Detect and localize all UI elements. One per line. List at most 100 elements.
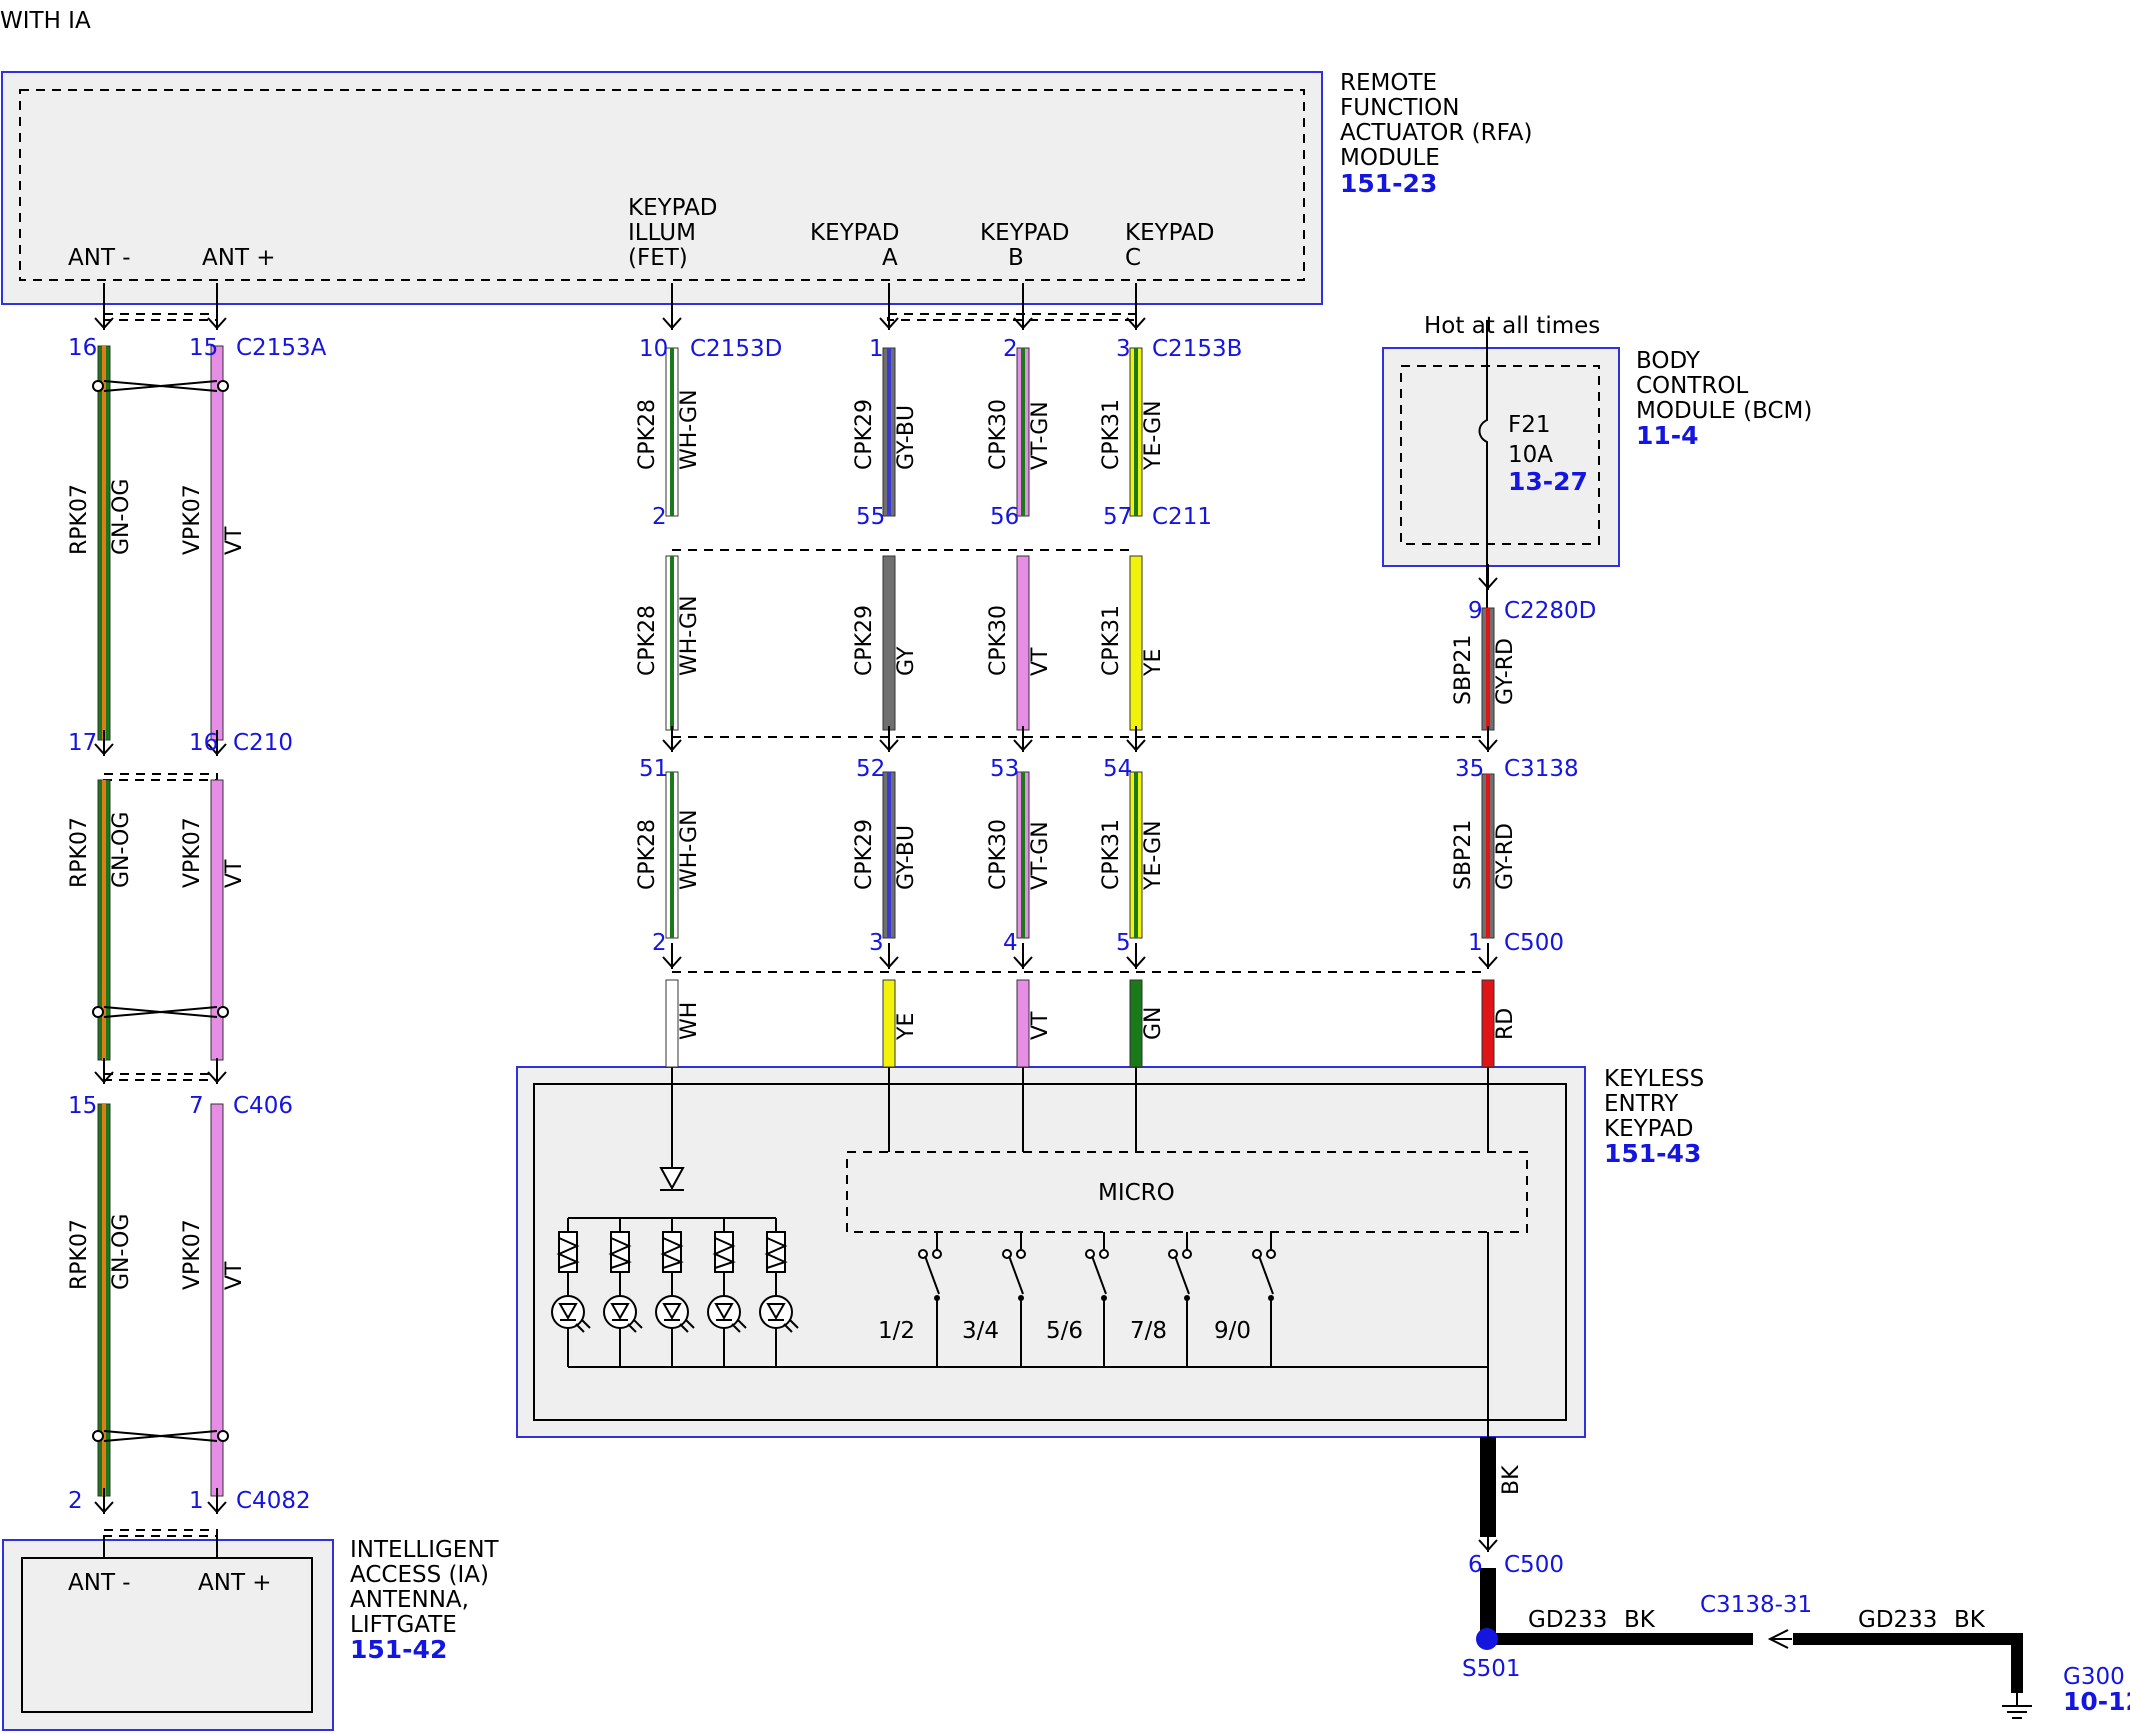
pin-number: 1	[1468, 930, 1483, 956]
bcm-module-label: BODY CONTROL MODULE (BCM) 11-4	[1636, 348, 1812, 450]
connector-terminal-icon	[94, 1058, 114, 1084]
pin-number: 53	[990, 756, 1019, 782]
wire-color-label: WH-GN	[677, 389, 702, 470]
wire-a	[882, 555, 896, 731]
svg-text:KEYPAD: KEYPAD	[1125, 220, 1215, 246]
wire-circuit-label: CPK28	[635, 399, 660, 470]
connector-terminal-icon	[662, 726, 682, 752]
svg-text:KEYPAD: KEYPAD	[1604, 1116, 1694, 1142]
svg-text:BODY: BODY	[1636, 348, 1701, 374]
connector-label: C4082	[236, 1488, 311, 1514]
wire-color-label: VT	[1028, 647, 1053, 676]
wire-circuit-label: CPK31	[1099, 399, 1124, 470]
connector-terminal-icon	[662, 943, 682, 969]
wire-illum	[665, 555, 679, 731]
wire-circuit-label: CPK29	[852, 819, 877, 890]
keypad-switch-icon	[1252, 1232, 1276, 1367]
svg-text:(FET): (FET)	[628, 245, 688, 271]
diode-icon	[659, 1167, 685, 1191]
led-array	[551, 1218, 799, 1367]
svg-text:C: C	[1125, 245, 1141, 271]
connector-label: C2153B	[1152, 336, 1242, 362]
svg-text:KEYPAD: KEYPAD	[628, 195, 718, 221]
ia-pin-ant-plus: ANT +	[198, 1570, 272, 1596]
connector-terminal-icon	[207, 1488, 227, 1514]
wire-color-label: GY-BU	[894, 405, 919, 470]
keypad-module-inner	[533, 1083, 1567, 1421]
wire-bk-splice	[1480, 1568, 1496, 1640]
svg-text:ENTRY: ENTRY	[1604, 1091, 1679, 1117]
wire-color-label: VT	[222, 1261, 247, 1290]
wire-color-label: VT	[222, 859, 247, 888]
pin-number: 55	[856, 504, 885, 530]
wire-circuit-label: CPK29	[852, 399, 877, 470]
connector-label: C2153A	[236, 335, 327, 361]
connector-terminal-icon	[879, 726, 899, 752]
bcm-module-internal	[1400, 365, 1600, 545]
connector-terminal-icon	[94, 304, 114, 330]
connector-label: C406	[233, 1093, 293, 1119]
wire-a	[882, 771, 896, 939]
svg-text:ANTENNA,: ANTENNA,	[350, 1587, 469, 1613]
wire-circuit-label: CPK31	[1099, 819, 1124, 890]
connector-terminal-icon	[879, 304, 899, 330]
fuse-name: F21	[1508, 412, 1551, 438]
wire-color-label: YE	[1141, 649, 1166, 677]
bcm-module-box	[1382, 347, 1620, 567]
rfa-pin-keypad-c: KEYPAD C	[1125, 220, 1215, 271]
twisted-pair-icon	[92, 380, 229, 392]
wire-circuit-label: RPK07	[67, 1219, 92, 1290]
svg-text:LIFTGATE: LIFTGATE	[350, 1612, 457, 1638]
wire-circuit-label: VPK07	[180, 484, 205, 555]
wire-a-keypad	[882, 979, 896, 1068]
wire-circuit-label: RPK07	[67, 817, 92, 888]
wire-bk-keypad-ground	[1480, 1437, 1496, 1537]
pin-number: 17	[68, 730, 97, 756]
wire-color-label: GN	[1141, 1006, 1166, 1040]
pin-number: 57	[1103, 504, 1132, 530]
svg-text:KEYLESS: KEYLESS	[1604, 1066, 1704, 1092]
wire-color-label: RD	[1493, 1008, 1518, 1040]
pin-number: 7	[189, 1093, 204, 1119]
pin-number: 56	[990, 504, 1019, 530]
keypad-switch-icon	[1002, 1232, 1026, 1367]
pin-number: 3	[869, 930, 884, 956]
wire-color-label: YE	[894, 1013, 919, 1041]
wire-illum-keypad	[665, 979, 679, 1068]
pin-number: 52	[856, 756, 885, 782]
pin-number: 54	[1103, 756, 1132, 782]
rfa-pin-ant-minus: ANT -	[68, 245, 131, 271]
wire-circuit-label: VPK07	[180, 1219, 205, 1290]
rfa-pin-keypad-a: KEYPAD A	[810, 220, 900, 271]
led-icon	[759, 1218, 799, 1367]
connector-terminal-icon	[94, 730, 114, 756]
ia-antenna-inner	[21, 1557, 313, 1713]
wire-color-label: GY-RD	[1493, 823, 1518, 890]
keypad-button-labels: 1/2 3/4 5/6 7/8 9/0	[878, 1318, 1251, 1344]
wire-c	[1129, 771, 1143, 939]
led-icon	[707, 1218, 747, 1367]
ground-point-ref: 10-12	[2063, 1687, 2130, 1716]
button-label: 5/6	[1046, 1318, 1083, 1344]
svg-text:MODULE: MODULE	[1340, 145, 1440, 171]
svg-text:KEYPAD: KEYPAD	[980, 220, 1070, 246]
connector-terminal-icon	[1126, 304, 1146, 330]
ground-circuit-1: GD233	[1528, 1607, 1607, 1633]
splice-s501-icon	[1476, 1628, 1498, 1650]
rfa-pin-ant-plus: ANT +	[202, 245, 276, 271]
keypad-switch-icon	[1168, 1232, 1192, 1367]
pin-number: 1	[189, 1488, 204, 1514]
twisted-pair-icon	[92, 1006, 229, 1018]
pin-number: 2	[652, 504, 667, 530]
wire-color-label: GN-OG	[109, 812, 134, 888]
connector-terminal-icon	[1126, 943, 1146, 969]
svg-text:ACTUATOR (RFA): ACTUATOR (RFA)	[1340, 120, 1532, 146]
connector-terminal-icon	[1013, 726, 1033, 752]
wire-c-keypad	[1129, 979, 1143, 1068]
fuse-ref: 13-27	[1508, 467, 1588, 496]
wire-bcm	[1481, 607, 1495, 731]
connector-label: C500	[1504, 930, 1564, 956]
wire-circuit-label: RPK07	[67, 484, 92, 555]
wire-circuit-label: VPK07	[180, 817, 205, 888]
